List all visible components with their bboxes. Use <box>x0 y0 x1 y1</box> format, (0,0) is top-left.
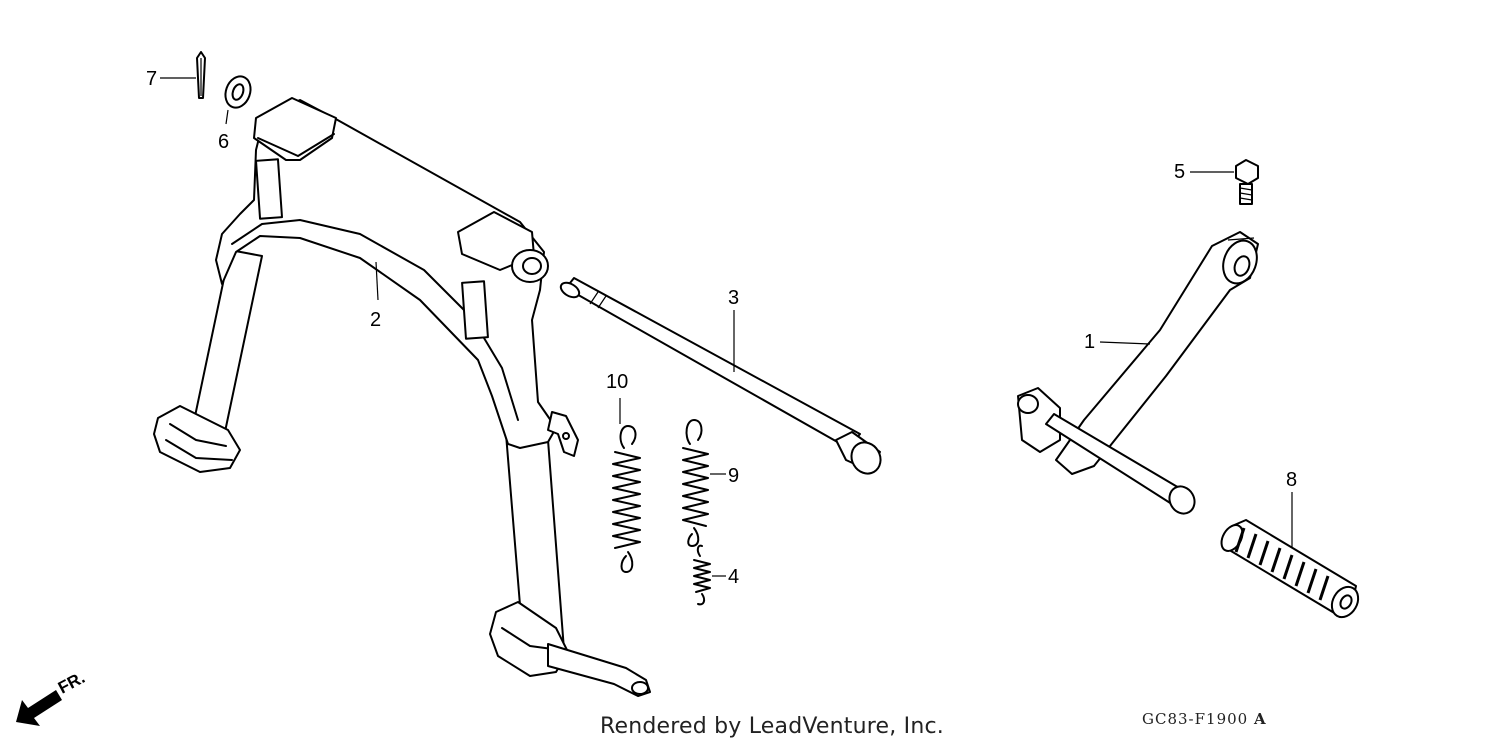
callout-10: 10 <box>606 371 628 393</box>
spring-part-9 <box>682 419 709 547</box>
leader-2 <box>375 261 379 301</box>
callout-4: 4 <box>728 566 739 588</box>
callout-1: 1 <box>1084 331 1095 353</box>
callout-3: 3 <box>728 287 739 309</box>
spring-part-10 <box>612 425 641 573</box>
diagram-code-suffix: A <box>1253 710 1267 728</box>
callout-5: 5 <box>1174 161 1185 183</box>
callout-8: 8 <box>1286 469 1297 491</box>
callout-2: 2 <box>370 309 381 331</box>
kick-starter-arm-part-1 <box>1017 231 1259 515</box>
spring-part-4 <box>693 544 711 606</box>
front-direction-label: FR. <box>55 668 88 698</box>
cotter-pin-part-7 <box>196 51 206 99</box>
leader-6 <box>225 109 229 125</box>
callout-7: 7 <box>146 68 157 90</box>
bolt-part-5 <box>1235 159 1259 205</box>
stand-shaft-part-3 <box>559 277 882 475</box>
washer-part-6 <box>224 75 252 109</box>
main-stand-part-2 <box>153 97 651 697</box>
render-credit: Rendered by LeadVenture, Inc. <box>600 714 944 739</box>
diagram-code-text: GC83-F1900 <box>1142 710 1249 728</box>
diagram-code: GC83-F1900 A <box>1142 710 1267 728</box>
callout-9: 9 <box>728 465 739 487</box>
callout-6: 6 <box>218 131 229 153</box>
leader-1 <box>1099 341 1151 345</box>
front-direction-arrow-icon <box>16 690 62 726</box>
rubber-grip-part-8 <box>1220 519 1360 619</box>
